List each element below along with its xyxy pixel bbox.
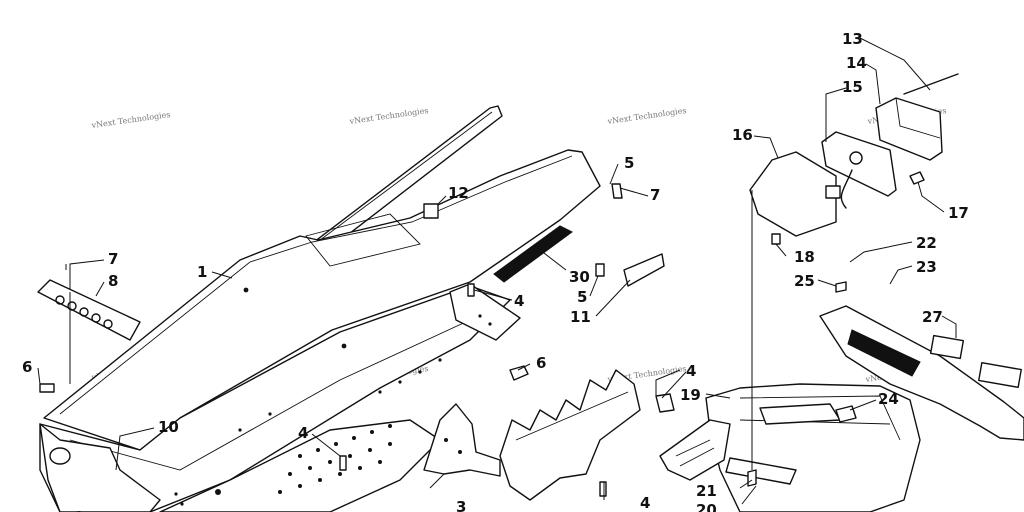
- rear-seat-base: [659, 383, 921, 512]
- callout-labels: 1 12 5 7 7 8 4 30 5 11 6 6 10 4 3 4 9 4 …: [22, 30, 969, 512]
- callout-4-right: 4: [686, 362, 696, 380]
- light-gasket: [821, 131, 897, 197]
- heat-deflector: [37, 279, 141, 341]
- callout-30: 30: [569, 268, 590, 286]
- callout-4-mid: 4: [514, 292, 524, 310]
- callout-17: 17: [948, 204, 969, 222]
- callout-20: 20: [696, 501, 717, 512]
- callout-11: 11: [570, 308, 591, 326]
- taillight-housing: [749, 151, 837, 237]
- callout-13: 13: [842, 30, 863, 48]
- tunnel-rivets: [174, 287, 442, 506]
- foot-strip: [725, 457, 797, 485]
- callout-23: 23: [916, 258, 937, 276]
- callout-7-top: 7: [650, 186, 660, 204]
- watermark-3: vNext Technologies: [606, 106, 687, 126]
- callout-5-mid: 5: [577, 288, 587, 306]
- callout-4-lower: 4: [298, 424, 308, 442]
- snow-flap: [499, 369, 641, 501]
- callout-5-top: 5: [624, 154, 634, 172]
- callout-12: 12: [448, 184, 469, 202]
- callout-27: 27: [922, 308, 943, 326]
- callout-14: 14: [846, 54, 867, 72]
- mount-bracket: [423, 403, 501, 477]
- taillight-assembly: [749, 73, 959, 245]
- callout-8: 8: [108, 272, 118, 290]
- callout-9: 9: [74, 508, 84, 512]
- callout-25: 25: [794, 272, 815, 290]
- watermark-2: vNext Technologies: [348, 106, 429, 126]
- flap-plate: [978, 361, 1022, 389]
- seat-mount-block: [423, 203, 439, 219]
- callout-19: 19: [680, 386, 701, 404]
- callout-21: 21: [696, 482, 717, 500]
- side-bracket: [449, 283, 521, 341]
- flap-decal: [929, 334, 965, 360]
- callout-10: 10: [158, 418, 179, 436]
- leader-lines: [37, 37, 957, 505]
- callout-24: 24: [878, 390, 899, 408]
- light-clip: [771, 233, 781, 245]
- pad-right: [509, 365, 529, 381]
- callout-16: 16: [732, 126, 753, 144]
- light-connector: [825, 185, 841, 199]
- callout-6-left: 6: [22, 358, 32, 376]
- callout-4-bottom: 4: [640, 494, 650, 512]
- callout-7-left: 7: [108, 250, 118, 268]
- callout-1: 1: [197, 263, 207, 281]
- callout-3: 3: [456, 498, 466, 512]
- callout-18: 18: [794, 248, 815, 266]
- rear-flap: [819, 305, 1024, 441]
- callout-6-right: 6: [536, 354, 546, 372]
- watermark-1: vNext Technologies: [90, 110, 171, 130]
- callout-22: 22: [916, 234, 937, 252]
- pad-left: [39, 383, 55, 393]
- callout-15: 15: [842, 78, 863, 96]
- tunnel-assembly: [39, 105, 601, 512]
